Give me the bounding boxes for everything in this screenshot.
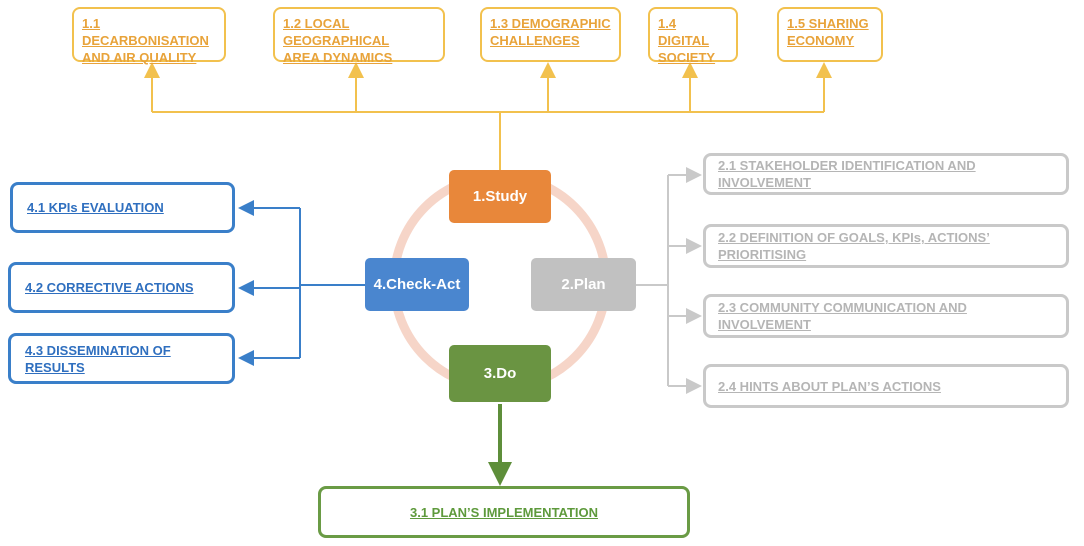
plan-item-label: 2.3 COMMUNITY COMMUNICATION AND INVOLVEM… [718,300,967,332]
plan-connectors [636,167,702,394]
study-connectors [144,62,832,170]
plan-item: 2.4 HINTS ABOUT PLAN’S ACTIONS [703,364,1069,408]
plan-item-label: 2.2 DEFINITION OF GOALS, KPIs, ACTIONS’ … [718,230,990,262]
study-item-label: 1.4 DIGITAL SOCIETY [658,16,716,65]
check-item: 4.1 KPIs EVALUATION [10,182,235,233]
plan-item-label: 2.1 STAKEHOLDER IDENTIFICATION AND INVOL… [718,158,976,190]
study-item: 1.2 LOCAL GEOGRAPHICAL AREA DYNAMICS [273,7,445,65]
phase-plan: 2.Plan [531,258,636,311]
check-item-label: 4.1 KPIs EVALUATION [27,200,164,215]
phase-do: 3.Do [449,345,551,402]
study-item-label: 1.2 LOCAL GEOGRAPHICAL AREA DYNAMICS [283,16,393,65]
plan-item: 2.3 COMMUNITY COMMUNICATION AND INVOLVEM… [703,294,1069,338]
plan-item: 2.2 DEFINITION OF GOALS, KPIs, ACTIONS’ … [703,224,1069,268]
study-item-label: 1.3 DEMOGRAPHIC CHALLENGES [490,16,611,48]
do-item-label: 3.1 PLAN’S IMPLEMENTATION [409,504,599,520]
plan-item-label: 2.4 HINTS ABOUT PLAN’S ACTIONS [718,378,941,394]
study-item-label: 1.1 DECARBONISATION AND AIR QUALITY [82,16,209,65]
plan-item: 2.1 STAKEHOLDER IDENTIFICATION AND INVOL… [703,153,1069,195]
check-item: 4.2 CORRECTIVE ACTIONS [8,262,235,313]
study-item: 1.1 DECARBONISATION AND AIR QUALITY [72,7,226,65]
study-item: 1.3 DEMOGRAPHIC CHALLENGES [480,7,621,62]
check-connectors [238,200,365,366]
check-item-label: 4.3 DISSEMINATION OF RESULTS [25,342,171,375]
do-item: 3.1 PLAN’S IMPLEMENTATION [318,486,690,538]
study-item: 1.5 SHARING ECONOMY [777,7,883,62]
check-item-label: 4.2 CORRECTIVE ACTIONS [25,280,194,295]
study-item: 1.4 DIGITAL SOCIETY [648,7,738,65]
study-item-label: 1.5 SHARING ECONOMY [787,16,869,48]
phase-check-act: 4.Check-Act [365,258,469,311]
check-item: 4.3 DISSEMINATION OF RESULTS [8,333,235,384]
phase-study: 1.Study [449,170,551,223]
